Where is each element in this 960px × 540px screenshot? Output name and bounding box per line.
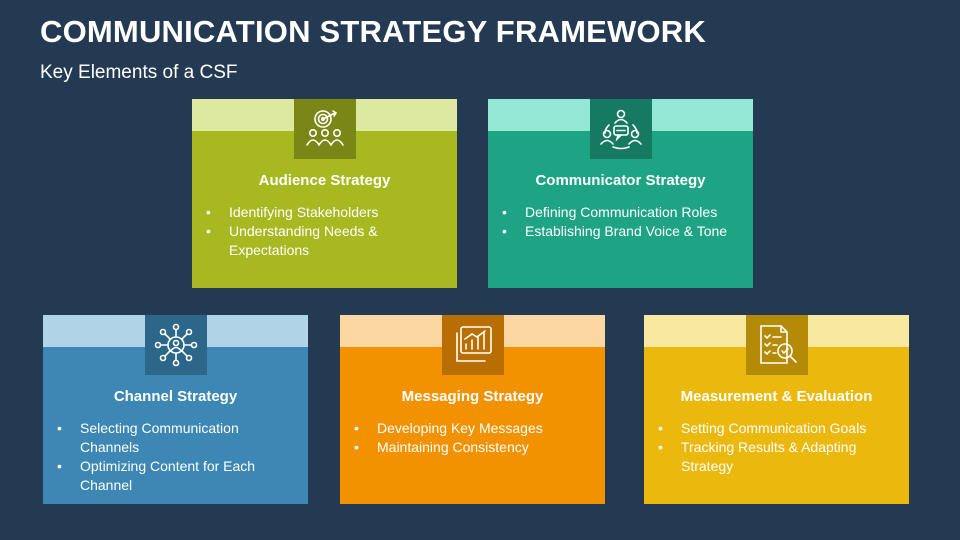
messaging-chart-icon bbox=[441, 315, 504, 375]
bullet-item: Defining Communication Roles bbox=[502, 203, 739, 222]
card-title: Audience Strategy bbox=[258, 172, 391, 189]
bullet-item: Understanding Needs & Expectations bbox=[206, 222, 443, 260]
card-title: Communicator Strategy bbox=[535, 172, 706, 189]
bullet-item: Identifying Stakeholders bbox=[206, 203, 443, 222]
bullet-item: Selecting Communication Channels bbox=[57, 419, 294, 457]
bullet-item: Setting Communication Goals bbox=[658, 419, 895, 438]
measurement-checklist-icon bbox=[745, 315, 808, 375]
bullet-list: Defining Communication Roles Establishin… bbox=[488, 203, 753, 241]
card-title: Messaging Strategy bbox=[401, 388, 544, 405]
card-channel-strategy: Channel Strategy Selecting Communication… bbox=[43, 315, 308, 504]
communicator-group-icon bbox=[589, 99, 652, 159]
bullet-item: Establishing Brand Voice & Tone bbox=[502, 222, 739, 241]
card-measurement-evaluation: Measurement & Evaluation Setting Communi… bbox=[644, 315, 909, 504]
card-title: Channel Strategy bbox=[113, 388, 238, 405]
slide-title: COMMUNICATION STRATEGY FRAMEWORK bbox=[40, 14, 706, 49]
bullet-list: Selecting Communication Channels Optimiz… bbox=[43, 419, 308, 495]
bullet-item: Maintaining Consistency bbox=[354, 438, 591, 457]
bullet-list: Identifying Stakeholders Understanding N… bbox=[192, 203, 457, 260]
bullet-item: Tracking Results & Adapting Strategy bbox=[658, 438, 895, 476]
bullet-item: Developing Key Messages bbox=[354, 419, 591, 438]
card-messaging-strategy: Messaging Strategy Developing Key Messag… bbox=[340, 315, 605, 504]
card-audience-strategy: Audience Strategy Identifying Stakeholde… bbox=[192, 99, 457, 288]
slide-subtitle: Key Elements of a CSF bbox=[40, 62, 238, 83]
bullet-item: Optimizing Content for Each Channel bbox=[57, 457, 294, 495]
bullet-list: Developing Key Messages Maintaining Cons… bbox=[340, 419, 605, 457]
card-title: Measurement & Evaluation bbox=[680, 388, 873, 405]
card-communicator-strategy: Communicator Strategy Defining Communica… bbox=[488, 99, 753, 288]
bullet-list: Setting Communication Goals Tracking Res… bbox=[644, 419, 909, 476]
audience-target-icon bbox=[293, 99, 356, 159]
channel-network-icon bbox=[144, 315, 207, 375]
